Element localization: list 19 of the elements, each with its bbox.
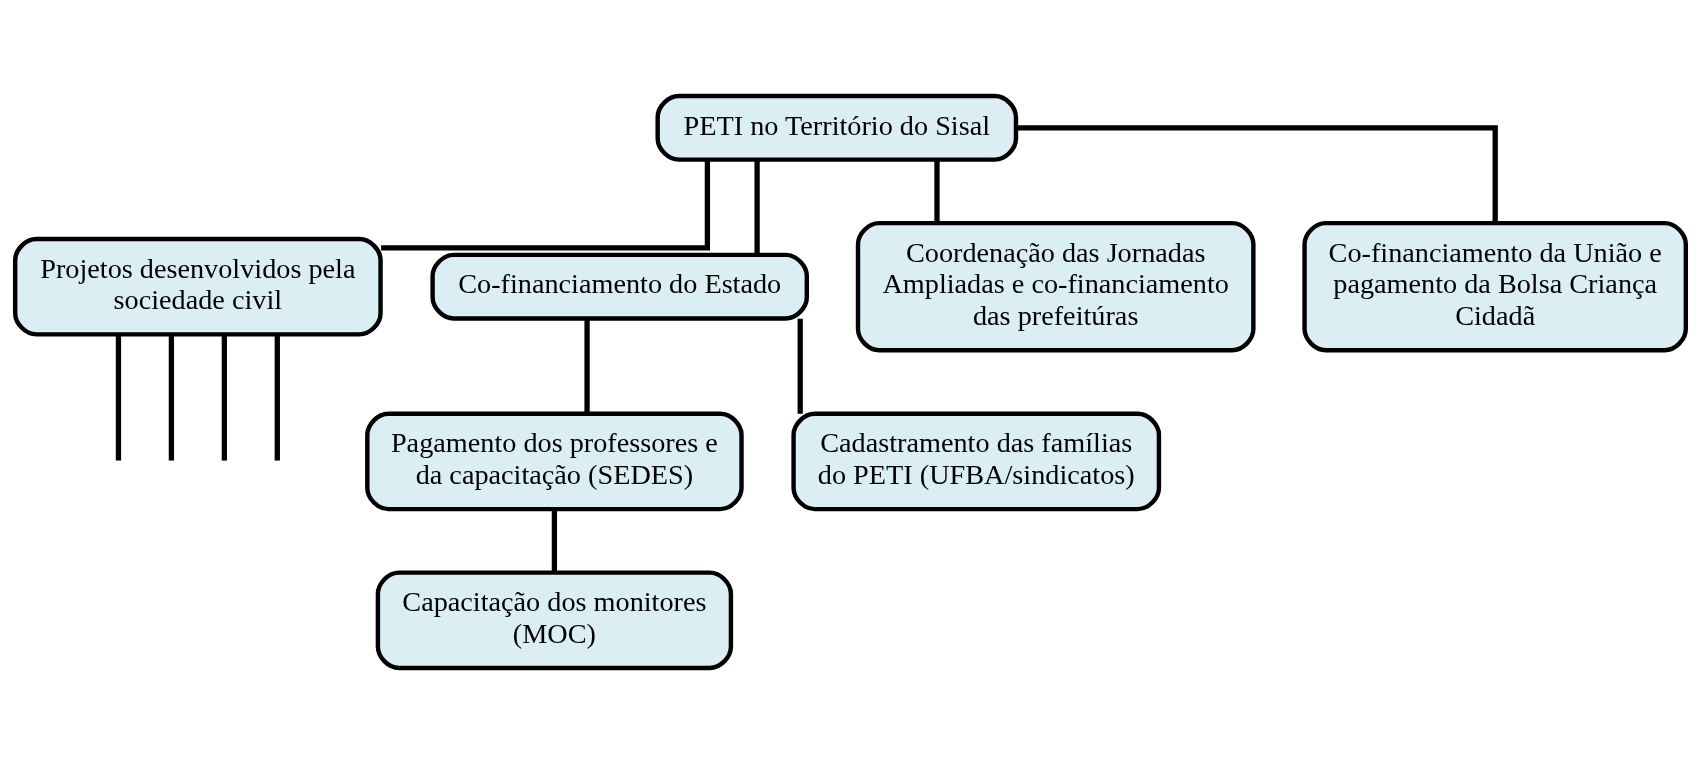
connector (584, 318, 590, 414)
connector (934, 159, 940, 224)
connector (274, 334, 280, 461)
node-box: Co-financiamento da União e pagamento da Bolsa Criança Cidadã (1302, 220, 1688, 353)
node-box: Projetos desenvolvidos pela sociedade civil (13, 236, 383, 337)
connector (221, 334, 227, 461)
node-box: Pagamento dos professores e da capacitação (SEDES) (365, 411, 744, 512)
node-box: Capacitação dos monitores (MOC) (375, 570, 734, 671)
connector (754, 159, 760, 255)
node-box: Cadastramento das famílias do PETI (UFBA/sindicatos) (791, 411, 1162, 512)
node-box: PETI no Território do Sisal (655, 93, 1019, 162)
connector (797, 318, 803, 414)
node-box: Co-financiamento do Estado (430, 252, 809, 321)
connector (381, 160, 711, 251)
node-box: Coordenação das Jornadas Ampliadas e co-financiamento das prefeitúras (855, 220, 1256, 353)
connector (1016, 125, 1498, 223)
connector (551, 509, 558, 573)
connector (115, 334, 122, 461)
connector (168, 334, 175, 461)
